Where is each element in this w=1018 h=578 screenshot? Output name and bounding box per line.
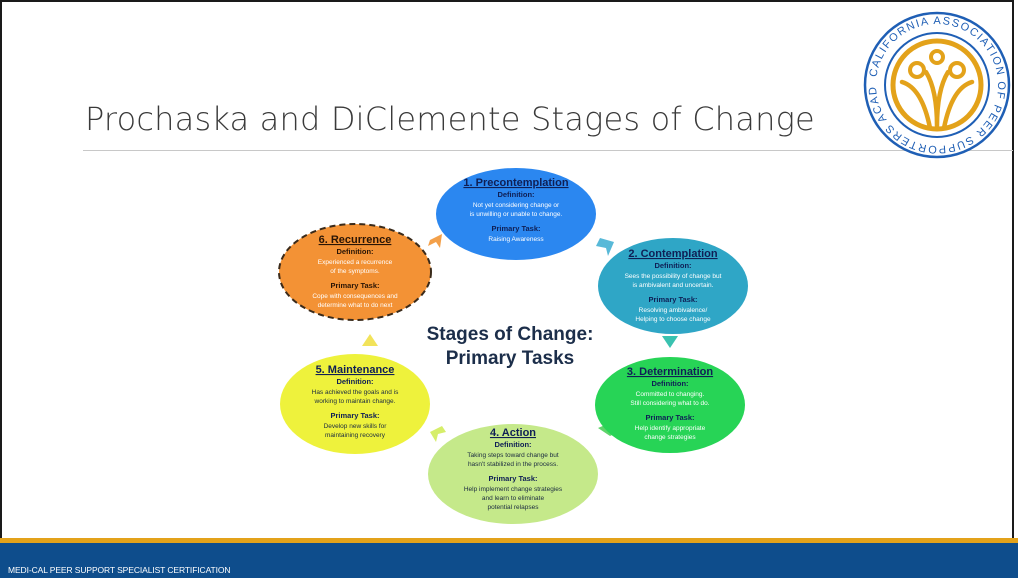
seal-figure-head-left <box>908 61 926 79</box>
stage-4-title: 4. Action <box>490 427 536 439</box>
arrow-stage2-to-stage3 <box>662 336 678 348</box>
stage-5-task-label: Primary Task: <box>330 411 379 420</box>
stage-1-definition-line-1: Not yet considering change or <box>473 202 560 209</box>
center-heading-line-2: Primary Tasks <box>446 348 575 369</box>
stage-recurrence: 6. Recurrence Definition: Experienced a … <box>278 223 432 321</box>
slide-title: Prochaska and DiClemente Stages of Chang… <box>85 100 815 138</box>
arrow-stage4-to-stage5 <box>430 426 446 442</box>
stage-contemplation: 2. Contemplation Definition: Sees the po… <box>598 238 748 334</box>
stage-4-definition-line-1: Taking steps toward change but <box>467 452 559 459</box>
footer-bar: MEDI-CAL PEER SUPPORT SPECIALIST CERTIFI… <box>0 543 1018 578</box>
stage-1-title: 1. Precontemplation <box>463 177 568 189</box>
stage-3-title: 3. Determination <box>627 366 713 378</box>
stage-2-task-line-2: Helping to choose change <box>635 316 711 323</box>
stage-6-definition-line-1: Experienced a recurrence <box>318 259 393 266</box>
peer-supporters-seal-logo: CALIFORNIA ASSOCIATION OF PEER SUPPORTER… <box>862 10 1011 159</box>
seal-figure-bodies <box>899 69 975 131</box>
seal-inner-ring <box>884 32 990 138</box>
stage-6-task-line-1: Cope with consequences and <box>312 293 398 300</box>
stage-5-task-line-1: Develop new skills for <box>324 423 388 430</box>
footer-text: MEDI-CAL PEER SUPPORT SPECIALIST CERTIFI… <box>8 565 231 575</box>
center-heading-line-1: Stages of Change: <box>427 324 594 345</box>
stage-4-task-line-1: Help implement change strategies <box>464 486 563 493</box>
stage-5-bubble <box>280 354 430 454</box>
stages-of-change-diagram: 1. Precontemplation Definition: Not yet … <box>278 168 748 524</box>
stage-6-bubble <box>278 223 432 321</box>
stage-3-task-line-1: Help identify appropriate <box>635 425 706 432</box>
stage-precontemplation: 1. Precontemplation Definition: Not yet … <box>436 168 596 260</box>
stage-2-task-line-1: Resolving ambivalence/ <box>639 307 708 314</box>
stage-5-title: 5. Maintenance <box>316 364 395 376</box>
stage-2-title: 2. Contemplation <box>628 248 718 260</box>
stage-2-task-label: Primary Task: <box>648 295 697 304</box>
stage-5-definition-line-1: Has achieved the goals and is <box>312 389 399 396</box>
stage-4-task-label: Primary Task: <box>488 474 537 483</box>
stage-maintenance: 5. Maintenance Definition: Has achieved … <box>280 354 430 454</box>
stage-2-definition-line-1: Sees the possibility of change but <box>625 273 722 280</box>
stage-1-task-label: Primary Task: <box>491 224 540 233</box>
stage-2-definition-label: Definition: <box>654 261 691 270</box>
seal-figure-head-right <box>948 61 966 79</box>
stage-6-definition-line-2: of the symptoms. <box>330 268 380 275</box>
stage-action: 4. Action Definition: Taking steps towar… <box>428 424 598 524</box>
stage-6-definition-label: Definition: <box>336 247 373 256</box>
stage-3-task-line-2: change strategies <box>644 434 696 441</box>
arrow-stage1-to-stage2 <box>596 238 614 256</box>
stage-4-task-line-3: potential relapses <box>488 504 540 511</box>
seal-figure-head-center <box>929 49 945 65</box>
stage-1-definition-label: Definition: <box>497 190 534 199</box>
stage-3-definition-line-1: Committed to changing. <box>636 391 705 398</box>
stage-4-definition-line-2: hasn't stabilized in the process. <box>468 461 558 468</box>
stage-2-definition-line-2: is ambivalent and uncertain. <box>633 282 714 289</box>
seal-gold-ring <box>890 38 984 132</box>
stage-1-bubble <box>436 168 596 260</box>
footer-accent-bar <box>0 538 1018 543</box>
stage-3-task-label: Primary Task: <box>645 413 694 422</box>
stage-5-definition-line-2: working to maintain change. <box>314 398 396 405</box>
title-divider <box>83 150 1013 151</box>
stage-6-task-label: Primary Task: <box>330 281 379 290</box>
stage-3-bubble <box>595 357 745 453</box>
stage-1-definition-line-2: is unwilling or unable to change. <box>470 211 563 218</box>
stage-3-definition-label: Definition: <box>651 379 688 388</box>
stage-4-bubble <box>428 424 598 524</box>
stage-1-task-line-1: Raising Awareness <box>488 236 544 243</box>
stage-5-task-line-2: maintaining recovery <box>325 432 386 439</box>
stage-2-bubble <box>598 238 748 334</box>
stage-5-definition-label: Definition: <box>336 377 373 386</box>
arrow-stage5-to-stage6 <box>362 334 378 346</box>
stage-3-definition-line-2: Still considering what to do. <box>630 400 709 407</box>
arrow-stage6-to-stage1 <box>428 234 442 248</box>
stage-determination: 3. Determination Definition: Committed t… <box>595 357 745 453</box>
stage-4-task-line-2: and learn to eliminate <box>482 495 545 502</box>
stage-6-task-line-2: determine what to do next <box>318 302 393 309</box>
stage-6-title: 6. Recurrence <box>319 234 392 246</box>
stage-4-definition-label: Definition: <box>494 440 531 449</box>
